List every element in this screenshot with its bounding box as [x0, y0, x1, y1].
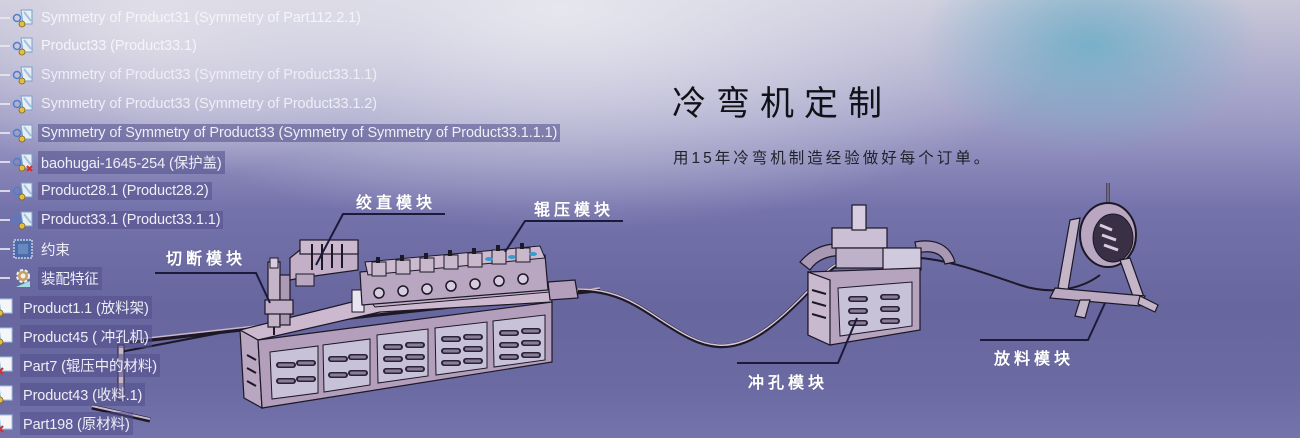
tree-item[interactable]: Product33 (Product33.1) — [0, 33, 200, 59]
tree-item[interactable]: Product28.1 (Product28.2) — [0, 178, 212, 204]
tree-item-label: Product28.1 (Product28.2) — [38, 182, 212, 200]
tree-item[interactable]: Product43 (收料.1) — [0, 381, 146, 407]
banner-title: 冷弯机定制 — [672, 85, 892, 123]
tree-item[interactable]: Symmetry of Symmetry of Product33 (Symme… — [0, 120, 561, 146]
cutting-module — [264, 257, 294, 335]
tree-item[interactable]: baohugai-1645-254 (保护盖) — [0, 149, 225, 175]
product-icon — [0, 296, 16, 318]
tree-connector — [0, 45, 10, 47]
tree-item[interactable]: Product1.1 (放料架) — [0, 294, 152, 320]
label-uncoiling-module: 放料模块 — [994, 351, 1075, 368]
punching-module — [799, 204, 956, 346]
tree-connector — [0, 161, 10, 163]
straightening-module — [289, 239, 359, 287]
product-icon — [12, 35, 34, 57]
tree-item-label: 约束 — [41, 242, 70, 259]
assembly-features-icon — [12, 267, 34, 289]
product-icon — [12, 180, 34, 202]
tree-connector — [0, 219, 10, 221]
tree-item[interactable]: Symmetry of Product31 (Symmetry of Part1… — [0, 5, 364, 31]
roll-pressing-module — [359, 243, 579, 306]
tree-item-label: Part198 (原材料) — [20, 411, 133, 435]
main-base-cabinet — [238, 282, 553, 410]
tree-connector — [0, 132, 10, 134]
product-icon — [0, 325, 16, 347]
product-icon — [0, 383, 16, 405]
tree-item[interactable]: Part198 (原材料) — [0, 410, 133, 436]
part-icon — [0, 412, 16, 434]
tree-connector — [0, 248, 10, 250]
tree-item-label: Product33.1 (Product33.1.1) — [38, 211, 224, 229]
tree-item[interactable]: Symmetry of Product33 (Symmetry of Produ… — [0, 91, 380, 117]
tree-item-label: 装配特征 — [38, 266, 102, 290]
tree-item[interactable]: 约束 — [0, 236, 73, 262]
product-symmetry-icon — [12, 7, 34, 29]
label-punching-module: 冲孔模块 — [748, 375, 829, 392]
tree-item-label: Symmetry of Symmetry of Product33 (Symme… — [38, 124, 561, 142]
product-symmetry-icon — [12, 93, 34, 115]
tree-connector — [0, 190, 10, 192]
tree-item[interactable]: Symmetry of Product33 (Symmetry of Produ… — [0, 62, 380, 88]
tree-connector — [0, 103, 10, 105]
label-straightening-module: 绞直模块 — [356, 195, 437, 212]
part-icon — [0, 354, 16, 376]
material-strip — [577, 260, 846, 349]
tree-item[interactable]: Product45 ( 冲孔机) — [0, 323, 152, 349]
tree-item-label: Symmetry of Product33 (Symmetry of Produ… — [41, 96, 377, 112]
constraints-icon — [12, 238, 34, 260]
banner-subtitle: 用15年冷弯机制造经验做好每个订单。 — [673, 150, 993, 167]
part-product-icon — [12, 151, 34, 173]
tree-connector — [0, 17, 10, 19]
tree-item-label: Part7 (辊压中的材料) — [20, 353, 160, 377]
tree-item-label: Symmetry of Product31 (Symmetry of Part1… — [41, 10, 361, 26]
tree-item-label: Product43 (收料.1) — [20, 382, 146, 406]
tree-item[interactable]: Part7 (辊压中的材料) — [0, 352, 160, 378]
tree-item-label: Product45 ( 冲孔机) — [20, 324, 152, 348]
tree-connector — [0, 277, 10, 279]
uncoiler-module — [1049, 183, 1159, 319]
label-cutting-module: 切断模块 — [166, 251, 247, 268]
tree-connector — [0, 74, 10, 76]
tree-item-label: Symmetry of Product33 (Symmetry of Produ… — [41, 67, 377, 83]
product-symmetry-icon — [12, 64, 34, 86]
tree-item-label: Product33 (Product33.1) — [41, 38, 197, 54]
label-roll-pressing-module: 辊压模块 — [534, 202, 615, 219]
tree-item[interactable]: 装配特征 — [0, 265, 102, 291]
tree-item-label: baohugai-1645-254 (保护盖) — [38, 150, 225, 174]
tree-item-label: Product1.1 (放料架) — [20, 295, 152, 319]
product-symmetry-icon — [12, 122, 34, 144]
product-icon — [12, 209, 34, 231]
tree-item[interactable]: Product33.1 (Product33.1.1) — [0, 207, 224, 233]
